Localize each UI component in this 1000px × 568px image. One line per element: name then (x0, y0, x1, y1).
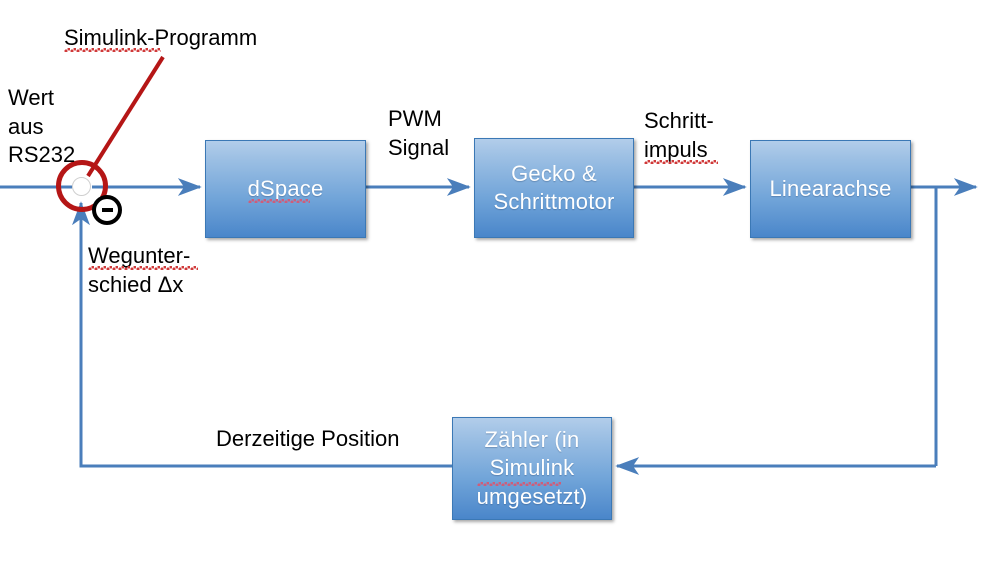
summing-junction-highlight-ring (56, 160, 108, 212)
block-gecko-schrittmotor[interactable]: Gecko & Schrittmotor (474, 138, 634, 238)
label-error-signal: Wegunter- schied Δx (88, 243, 191, 297)
block-dspace-label: dSpace (247, 175, 324, 201)
block-zaehler[interactable]: Zähler (in Simulink umgesetzt) (452, 417, 612, 520)
block-linearachse[interactable]: Linearachse (750, 140, 911, 238)
label-derzeitige-position: Derzeitige Position (216, 426, 400, 451)
callout-label-simulink-programm: Simulink-Programm (64, 25, 258, 50)
block-gecko-schrittmotor-label: Gecko & Schrittmotor (493, 160, 615, 214)
callout-leader-line (86, 55, 165, 178)
label-input-source: Wert aus RS232 (8, 85, 76, 168)
block-zaehler-label: Zähler (in Simulink umgesetzt) (476, 427, 588, 509)
block-linearachse-label: Linearachse (769, 175, 892, 201)
minus-sign-badge (92, 195, 122, 225)
minus-sign-glyph (101, 208, 113, 212)
label-pwm-signal: PWM Signal (388, 106, 450, 160)
label-schrittimpuls: Schritt- impuls (644, 108, 714, 162)
summing-junction-node[interactable] (72, 177, 91, 196)
block-dspace[interactable]: dSpace (205, 140, 366, 238)
